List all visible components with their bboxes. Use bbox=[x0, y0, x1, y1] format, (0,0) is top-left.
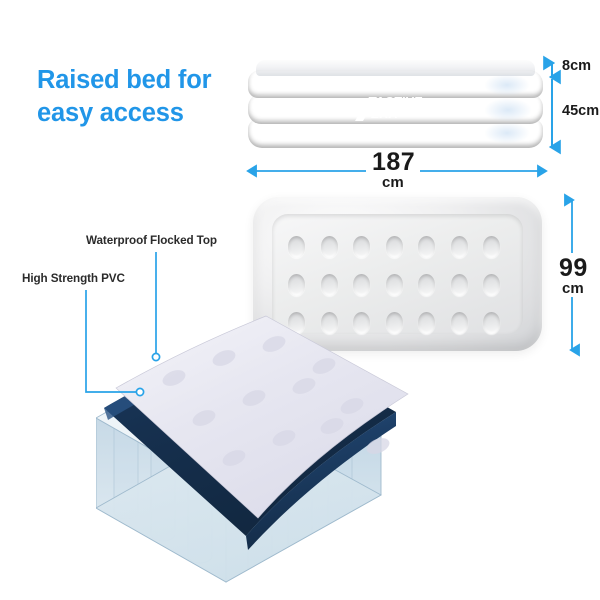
dimension-label-length-value: 187 bbox=[372, 148, 416, 176]
dimension-label-width-unit: cm bbox=[562, 280, 584, 297]
brand-logo-mark bbox=[355, 97, 377, 121]
top-view-dimple bbox=[418, 312, 435, 334]
mattress-top-view bbox=[253, 197, 542, 351]
top-view-dimple bbox=[483, 312, 500, 334]
top-view-dimple bbox=[353, 274, 370, 296]
side-view-flocked-top-edge bbox=[256, 60, 535, 76]
callout-label-pvc: High Strength PVC bbox=[22, 272, 125, 285]
top-view-dimple bbox=[385, 312, 403, 334]
headline-line-2: easy access bbox=[37, 99, 184, 127]
top-view-dimple bbox=[320, 236, 338, 258]
layer-cutaway-diagram bbox=[96, 300, 436, 590]
cutaway-illustration bbox=[96, 315, 409, 583]
top-view-dimple bbox=[353, 236, 370, 258]
dimension-label-width-value: 99 bbox=[559, 254, 588, 282]
top-view-dimple bbox=[385, 274, 403, 296]
top-view-dimple bbox=[483, 236, 500, 258]
flocked-top-layer bbox=[115, 315, 409, 519]
top-view-dimple bbox=[320, 274, 338, 296]
top-view-dimple bbox=[288, 312, 305, 334]
dimension-label-length-unit: cm bbox=[382, 174, 404, 191]
top-view-body bbox=[253, 197, 542, 351]
side-view-highlight-top bbox=[484, 74, 530, 96]
dimension-label-height: 45cm bbox=[562, 103, 600, 119]
top-view-sleeping-surface bbox=[272, 214, 523, 334]
flocked-top-dimples bbox=[162, 336, 390, 466]
page-title: Raised bed for easy access bbox=[37, 64, 257, 130]
brand-logo-text-active: ACTIVE bbox=[375, 95, 423, 109]
top-view-dimple bbox=[418, 274, 435, 296]
top-view-dimple bbox=[288, 274, 305, 296]
top-view-dimple bbox=[320, 312, 338, 334]
mattress-side-view: ACTIVE ERA bbox=[248, 60, 543, 148]
brand-logo: ACTIVE ERA bbox=[353, 96, 449, 122]
side-view-highlight-bottom bbox=[484, 122, 530, 144]
top-view-dimple bbox=[353, 312, 370, 334]
top-view-dimple bbox=[418, 236, 435, 258]
brand-logo-text-era: ERA bbox=[371, 107, 398, 121]
top-view-dimple bbox=[450, 312, 468, 334]
dimension-label-thickness: 8cm bbox=[562, 58, 592, 74]
headline-line-1: Raised bed for bbox=[37, 66, 212, 94]
top-view-dimple bbox=[450, 236, 468, 258]
top-view-dimple bbox=[288, 236, 305, 258]
top-view-dimple bbox=[450, 274, 468, 296]
side-view-highlight-middle bbox=[484, 98, 532, 122]
callout-label-flocked-top: Waterproof Flocked Top bbox=[86, 234, 217, 247]
top-view-dimple bbox=[385, 236, 403, 258]
pvc-layer-front-face bbox=[246, 412, 396, 550]
top-view-dimple bbox=[483, 274, 500, 296]
